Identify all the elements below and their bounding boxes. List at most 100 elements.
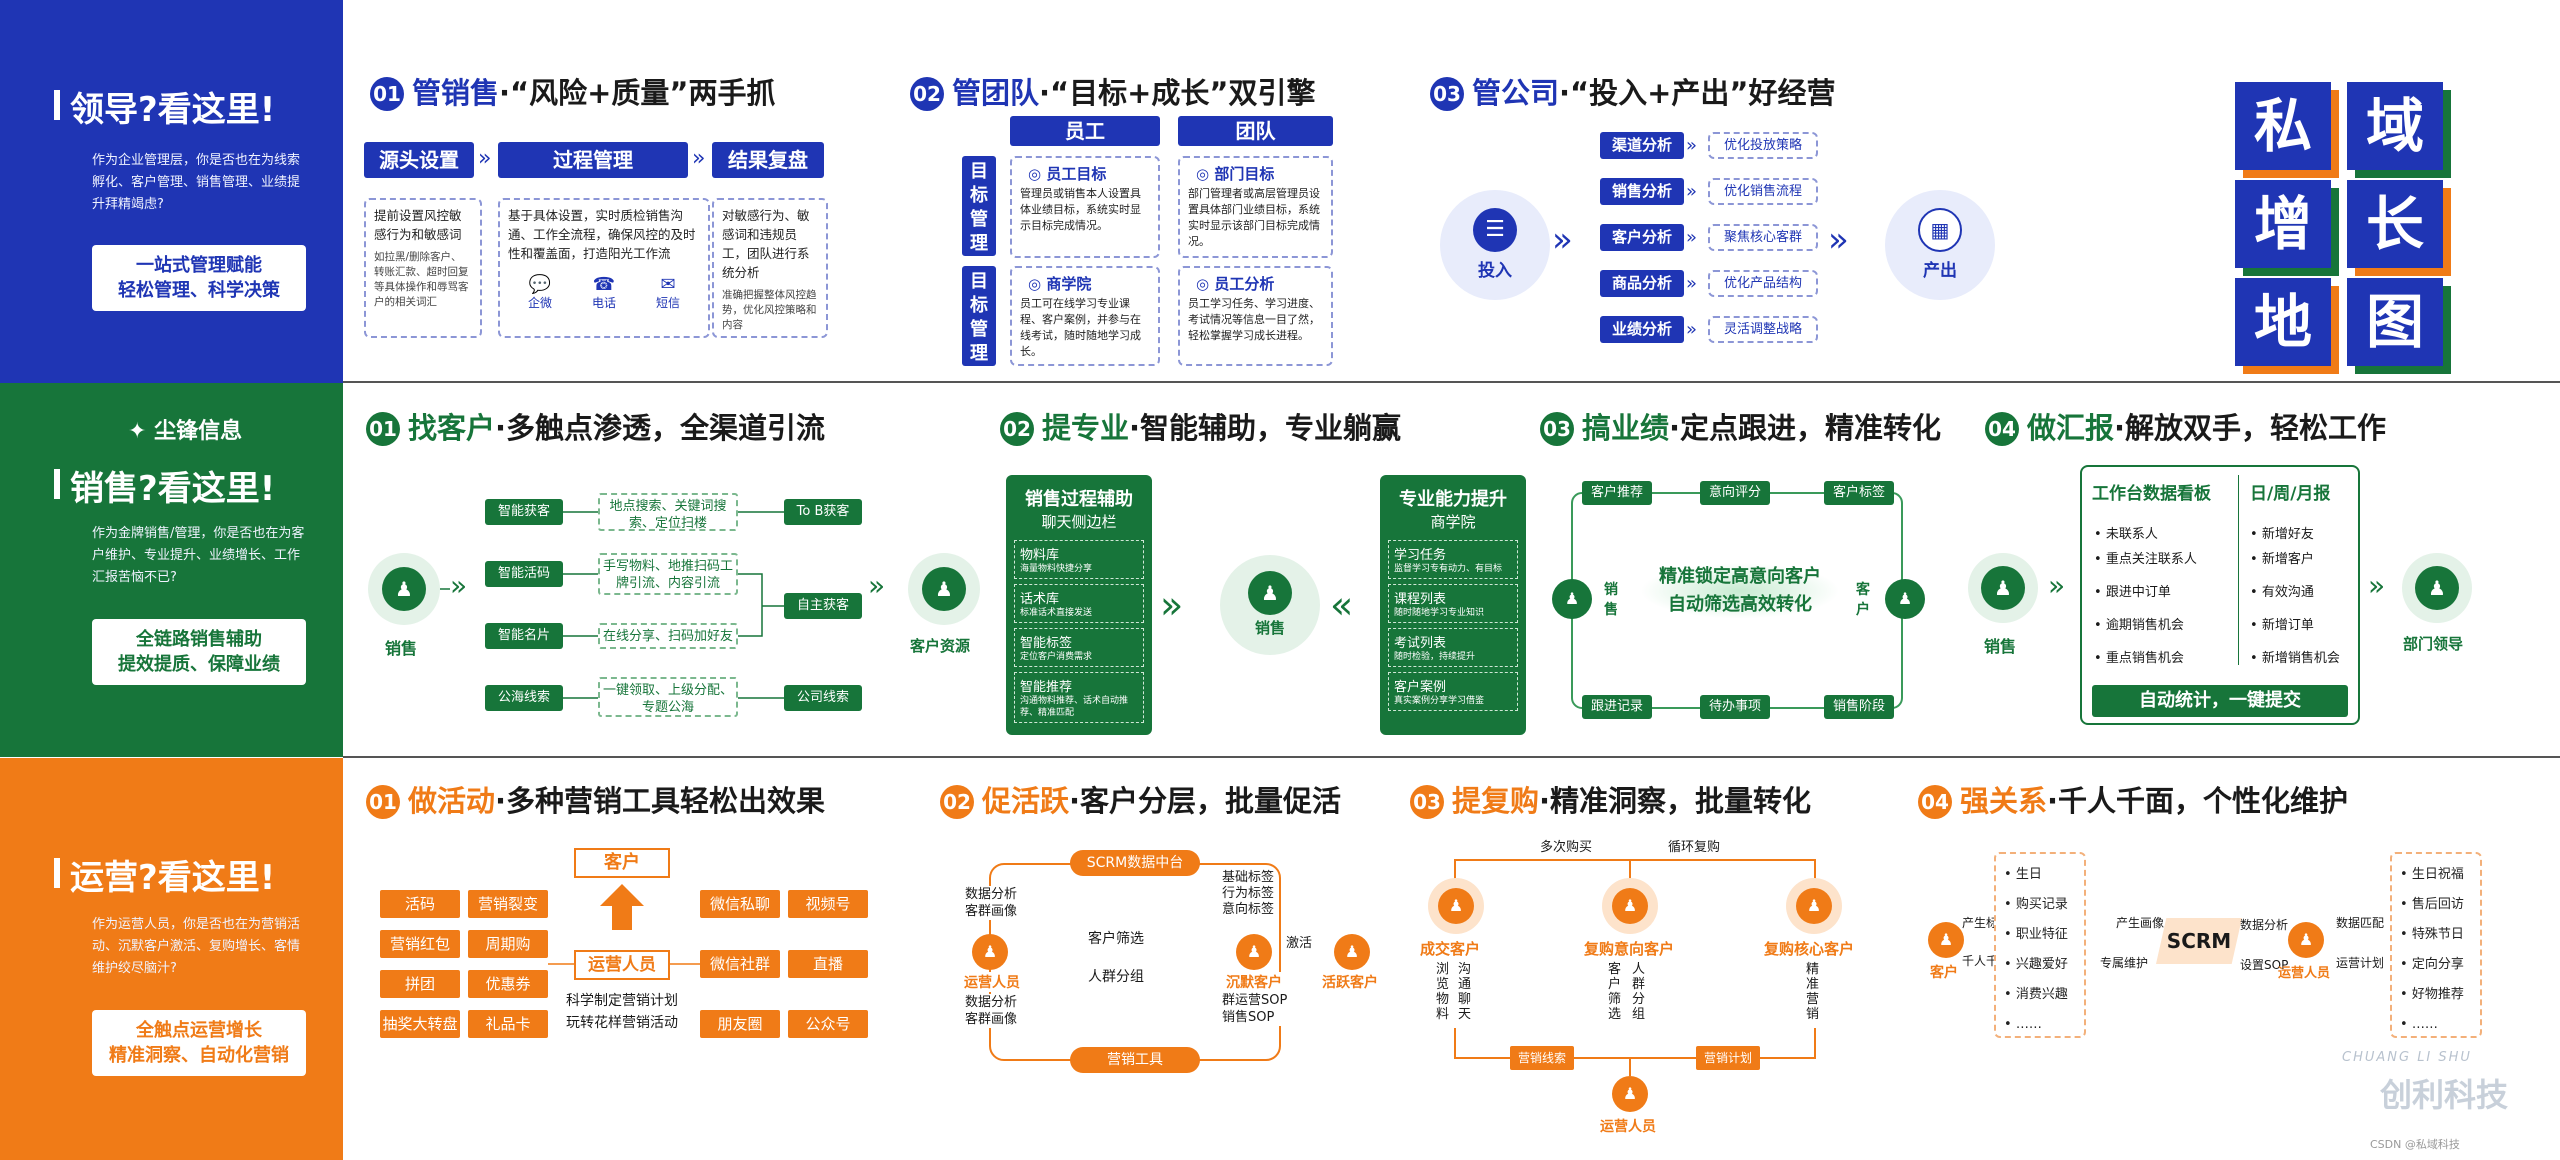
- ops-box: 全触点运营增长 精准洞察、自动化营销: [92, 1010, 306, 1076]
- target-icon: ◎: [1196, 165, 1215, 183]
- brand-icon: ✦: [128, 419, 155, 444]
- chevron-right-icon: »: [1160, 583, 1184, 627]
- card-staff-analysis: ◎ 员工分析 员工学习任务、学习进度、考试情况等信息一目了然，轻松掌握学习成长进…: [1178, 266, 1333, 366]
- sales-s3-center: 精准锁定高意向客户 自动筛选高效转化: [1640, 563, 1840, 619]
- phone-icon: ☎电话: [591, 274, 616, 310]
- database-icon: ☰: [1473, 208, 1517, 252]
- bar-source: 源头设置: [364, 142, 474, 178]
- silent-customer-icon: ♟: [1236, 934, 1272, 970]
- sales-s4-circle: ♟: [1968, 553, 2038, 623]
- pro-ability-panel: 专业能力提升 商学院 学习任务监督学习专有动力、有目标 课程列表随时随地学习专业…: [1380, 475, 1526, 735]
- ops-desc: 作为运营人员，你是否也在为营销活动、沉默客户激活、复购增长、客情维护绞尽脑汁?: [92, 917, 301, 976]
- person-icon: ♟: [1248, 571, 1292, 615]
- sales-box: 全链路销售辅助 提效提质、保障业绩: [92, 619, 306, 685]
- leader-sidebar: 领导?看这里! 作为企业管理层，你是否也在为线索孵化、客户管理、销售管理、业绩提…: [0, 0, 343, 383]
- scrm-hub: SCRM: [2156, 918, 2242, 964]
- chevron-right-icon: »: [478, 146, 492, 171]
- chevron-left-icon: «: [1330, 583, 1354, 627]
- chevron-right-icon: »: [868, 569, 886, 602]
- repurchase-intent-circle: ♟: [1602, 878, 1658, 934]
- chevron-right-icon: »: [1828, 220, 1849, 260]
- customer-icon: ♟: [1885, 579, 1925, 619]
- person-icon: ♟: [1612, 1076, 1648, 1112]
- sms-icon: ✉短信: [655, 274, 680, 310]
- chevron-right-icon: »: [1552, 220, 1573, 260]
- tag-list: • 生日 • 购买记录 • 职业特征 • 兴趣爱好 • 消费兴趣 • ……: [1994, 852, 2086, 1038]
- side-goal-2: 目标管理: [962, 266, 996, 366]
- sales-circle: ♟: [368, 553, 440, 625]
- output-circle: ▦ 产出: [1885, 190, 1995, 300]
- leader-title: 领导?看这里!: [53, 82, 275, 131]
- private-domain-logo: 私 域 增 长 地 图: [2235, 82, 2455, 372]
- sales-desc: 作为金牌销售/管理，你是否也在为客户维护、专业提升、业绩增长、工作汇报苦恼不已?: [92, 526, 305, 585]
- watermark-cn: 创利科技: [2380, 1076, 2509, 1114]
- repurchase-core-circle: ♟: [1786, 878, 1842, 934]
- sales-assist-panel: 销售过程辅助 聊天侧边栏 物料库海量物料快捷分享 话术库标准话术直接发送 智能标…: [1006, 475, 1152, 735]
- leader-desc: 作为企业管理层，你是否也在为线索孵化、客户管理、销售管理、业绩提升拜精竭虑?: [92, 153, 301, 212]
- person-icon: ♟: [2288, 922, 2324, 958]
- divider: [343, 756, 2560, 758]
- person-icon: ♟: [1438, 888, 1474, 924]
- leader-circle: ♟: [2402, 553, 2472, 623]
- arrow-up-icon: [600, 884, 644, 906]
- chevron-right-icon: »: [450, 569, 468, 602]
- side-goal: 目标管理: [962, 156, 996, 256]
- box-source: 提前设置风控敏感行为和敏感词 如拉黑/删除客户、转账汇款、超时回复等具体操作和辱…: [364, 198, 482, 338]
- target-icon: ◎: [1028, 165, 1047, 183]
- active-customer-icon: ♟: [1334, 934, 1370, 970]
- report-panel: 工作台数据看板 日/周/月报 • 未联系人 • 重点关注联系人 • 跟进中订单 …: [2080, 465, 2360, 725]
- person-icon: ♟: [1796, 888, 1832, 924]
- col-staff: 员工: [1010, 116, 1160, 146]
- person-icon: ♟: [1552, 579, 1592, 619]
- chart-icon: ◎: [1196, 275, 1215, 293]
- ops-title: 运营?看这里!: [53, 850, 275, 899]
- bar-result: 结果复盘: [712, 142, 824, 178]
- person-icon: ♟: [382, 567, 426, 611]
- chevron-right-icon: »: [2048, 569, 2066, 602]
- sales-title: 销售?看这里!: [53, 461, 275, 510]
- customer-circle: ♟: [908, 553, 980, 625]
- box-process: 基于具体设置，实时质检销售沟通、工作全流程，确保风控的及时性和覆盖面，打造阳光工…: [498, 198, 710, 338]
- person-icon: ♟: [2415, 566, 2459, 610]
- chevron-right-icon: »: [692, 146, 706, 171]
- col-team: 团队: [1178, 116, 1333, 146]
- group-icon: ♟: [922, 567, 966, 611]
- card-staff-goal: ◎ 员工目标 管理员或销售本人设置具体业绩目标，系统实时显示目标完成情况。: [1010, 156, 1160, 258]
- brand-logo: ✦ 尘锋信息: [128, 419, 243, 444]
- leader-section: 领导?看这里! 作为企业管理层，你是否也在为线索孵化、客户管理、销售管理、业绩提…: [0, 0, 2560, 383]
- book-icon: ◎: [1028, 275, 1047, 293]
- ops-s1-connectors: [548, 963, 700, 965]
- box-result: 对敏感行为、敏感词和违规员工，团队进行系统分析 准确把握整体风控趋势，优化风控策…: [712, 198, 828, 338]
- chart-icon: ▦: [1918, 208, 1962, 252]
- leader-box: 一站式管理赋能 轻松管理、科学决策: [92, 245, 306, 311]
- wecom-icon: 💬企微: [527, 274, 552, 310]
- person-icon: ♟: [1612, 888, 1648, 924]
- customer-icon: ♟: [1928, 922, 1964, 958]
- care-list: • 生日祝福 • 售后回访 • 特殊节日 • 定向分享 • 好物推荐 • ……: [2390, 852, 2482, 1038]
- watermark-small: CSDN @私域科技: [2370, 1138, 2460, 1151]
- sales-section: ✦ 尘锋信息 销售?看这里! 作为金牌销售/管理，你是否也在为客户维护、专业提升…: [0, 383, 2560, 757]
- ops-section: 运营?看这里! 作为运营人员，你是否也在为营销活动、沉默客户激活、复购增长、客情…: [0, 758, 2560, 1160]
- input-circle: ☰ 投入: [1440, 190, 1550, 300]
- card-academy: ◎ 商学院 员工可在线学习专业课程、客户案例，并参与在线考试，随时随地学习成长。: [1010, 266, 1160, 366]
- sales-s2-circle: ♟ 销售: [1220, 555, 1320, 655]
- person-icon: ♟: [1981, 566, 2025, 610]
- deal-customer-circle: ♟: [1428, 878, 1484, 934]
- card-dept-goal: ◎ 部门目标 部门管理者或高层管理员设置具体部门业绩目标，系统实时显示该部门目标…: [1178, 156, 1333, 258]
- ops-sidebar: 运营?看这里! 作为运营人员，你是否也在为营销活动、沉默客户激活、复购增长、客情…: [0, 758, 343, 1160]
- bar-process: 过程管理: [498, 142, 688, 178]
- sales-sidebar: ✦ 尘锋信息 销售?看这里! 作为金牌销售/管理，你是否也在为客户维护、专业提升…: [0, 383, 343, 757]
- chevron-right-icon: »: [2368, 569, 2386, 602]
- watermark-en: CHUANG LI SHU: [2342, 1050, 2472, 1065]
